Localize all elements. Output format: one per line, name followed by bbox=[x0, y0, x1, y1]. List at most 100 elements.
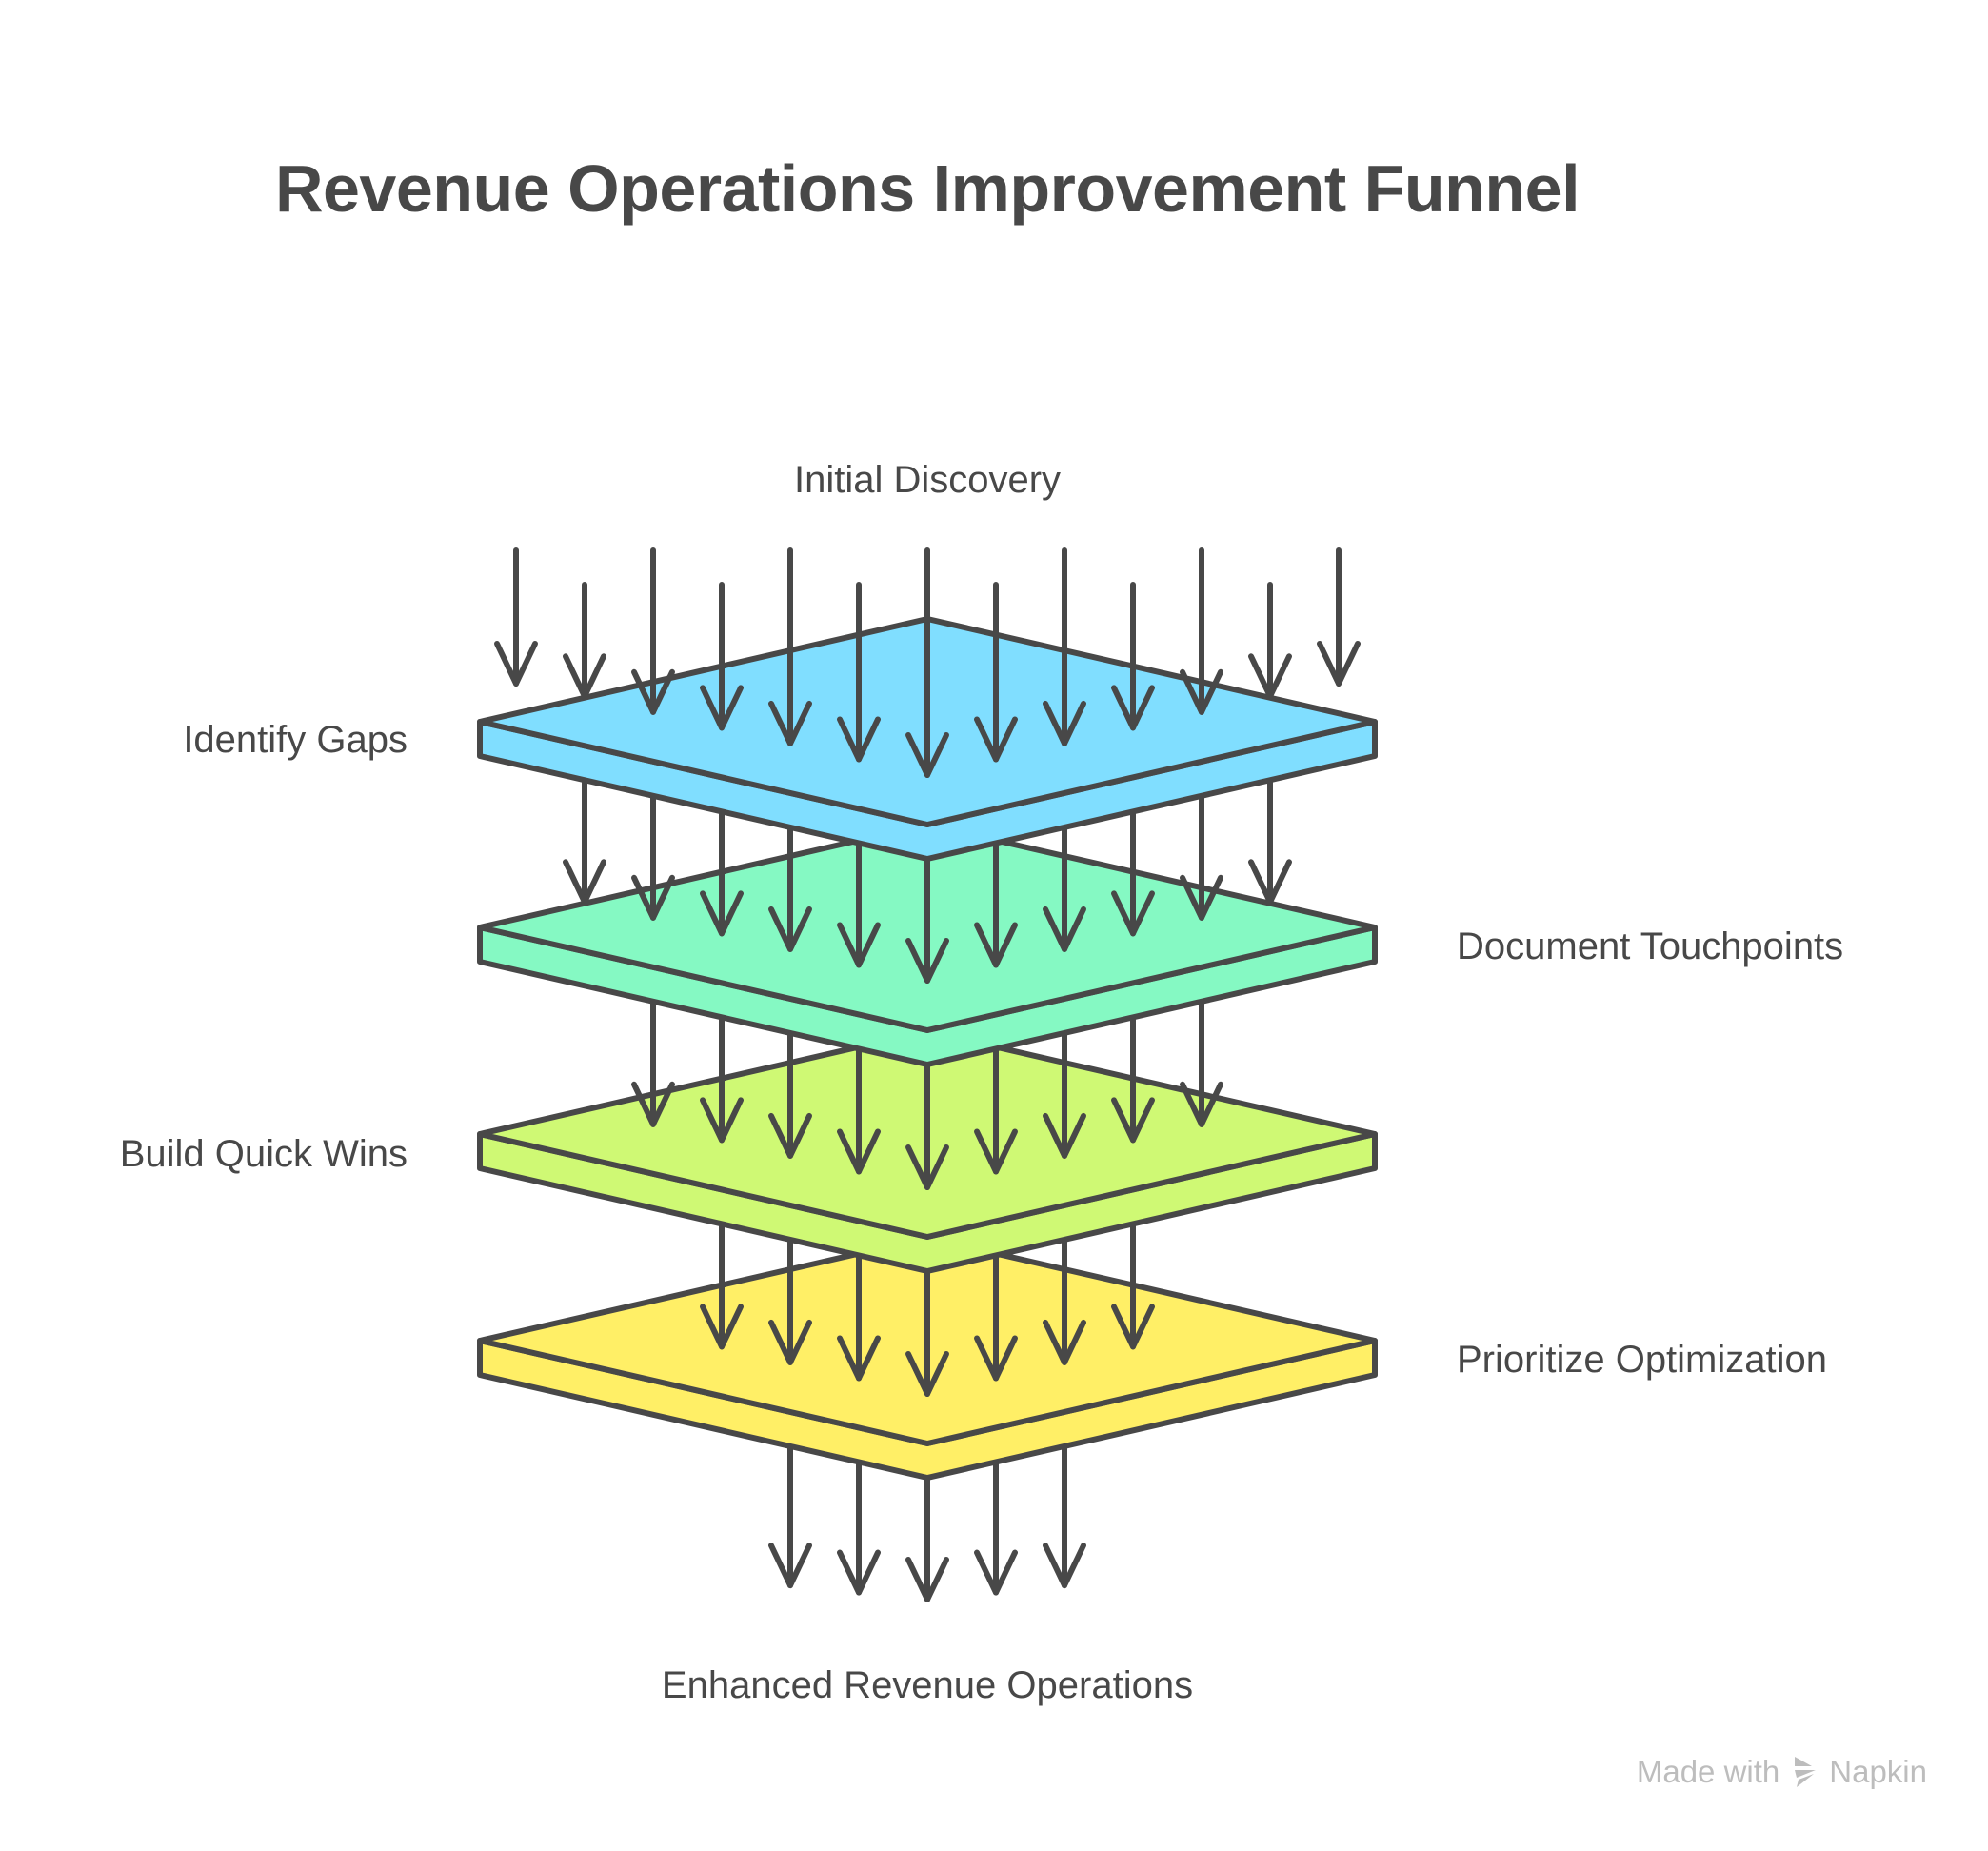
incoming-arrow bbox=[631, 547, 675, 715]
incoming-arrow bbox=[1180, 788, 1223, 921]
arrow-head-icon bbox=[1111, 685, 1155, 731]
incoming-arrow bbox=[700, 1217, 744, 1350]
incoming-arrow bbox=[1111, 805, 1155, 937]
arrow-head-icon bbox=[974, 1128, 1018, 1175]
incoming-arrow bbox=[700, 805, 744, 937]
arrow-head-icon bbox=[837, 922, 881, 968]
napkin-logo-icon bbox=[1795, 1757, 1817, 1787]
incoming-arrow bbox=[700, 1010, 744, 1144]
layer-2-incoming-arrows bbox=[563, 773, 1292, 984]
incoming-arrow bbox=[1043, 547, 1086, 746]
incoming-arrow bbox=[974, 582, 1018, 763]
incoming-arrow bbox=[1248, 773, 1292, 906]
watermark-prefix: Made with bbox=[1636, 1754, 1780, 1789]
incoming-arrow bbox=[905, 1264, 949, 1397]
arrow-head-icon bbox=[1111, 1304, 1155, 1350]
layer-4 bbox=[477, 1217, 1378, 1481]
arrow-head-icon bbox=[631, 874, 675, 921]
layer-4-incoming-arrows bbox=[700, 1217, 1155, 1397]
arrow-head-icon bbox=[905, 1144, 949, 1190]
output-arrows bbox=[768, 1443, 1086, 1602]
output-arrow bbox=[1043, 1443, 1086, 1589]
arrow-head-icon bbox=[1180, 874, 1223, 921]
arrow-head-icon bbox=[700, 1304, 744, 1350]
arrow-head-icon bbox=[768, 700, 812, 746]
output-arrow bbox=[837, 1459, 881, 1596]
layer-1 bbox=[477, 547, 1378, 862]
watermark-brand: Napkin bbox=[1829, 1754, 1927, 1789]
arrow-head-icon bbox=[1043, 700, 1086, 746]
layer-label-3: Build Quick Wins bbox=[119, 1133, 408, 1175]
layer-1-incoming-arrows bbox=[494, 547, 1361, 778]
incoming-arrow bbox=[905, 547, 949, 778]
incoming-arrow bbox=[1111, 1010, 1155, 1144]
arrow-head-icon bbox=[1043, 1112, 1086, 1159]
arrow-head-icon bbox=[768, 1112, 812, 1159]
incoming-arrow bbox=[1111, 582, 1155, 731]
arrow-head-icon bbox=[700, 685, 744, 731]
incoming-arrow bbox=[768, 1025, 812, 1159]
arrow-head-icon bbox=[1043, 1542, 1086, 1589]
incoming-arrow bbox=[1043, 1025, 1086, 1159]
arrow-head-icon bbox=[768, 906, 812, 952]
input-label: Initial Discovery bbox=[793, 459, 1062, 501]
incoming-arrow bbox=[631, 788, 675, 921]
incoming-arrow bbox=[563, 773, 606, 906]
arrow-head-icon bbox=[1043, 906, 1086, 952]
incoming-arrow bbox=[974, 1042, 1018, 1175]
arrow-head-icon bbox=[768, 1542, 812, 1589]
incoming-arrow bbox=[1043, 1232, 1086, 1365]
arrow-head-icon bbox=[1248, 653, 1292, 700]
arrow-head-icon bbox=[1111, 890, 1155, 937]
arrow-head-icon bbox=[974, 1549, 1018, 1596]
incoming-arrow bbox=[1248, 582, 1292, 700]
arrow-head-icon bbox=[563, 653, 606, 700]
incoming-arrow bbox=[1111, 1217, 1155, 1350]
arrow-head-icon bbox=[1043, 1319, 1086, 1365]
incoming-arrow bbox=[1180, 994, 1223, 1127]
incoming-arrow bbox=[974, 836, 1018, 968]
arrow-head-icon bbox=[700, 1097, 744, 1144]
incoming-arrow bbox=[768, 820, 812, 952]
arrow-head-icon bbox=[1180, 668, 1223, 715]
arrow-head-icon bbox=[974, 922, 1018, 968]
arrow-head-icon bbox=[1248, 859, 1292, 906]
incoming-arrow bbox=[974, 1248, 1018, 1382]
arrow-head-icon bbox=[494, 641, 538, 687]
watermark: Made with Napkin bbox=[1637, 1754, 1927, 1790]
incoming-arrow bbox=[1180, 547, 1223, 715]
incoming-arrow bbox=[768, 1232, 812, 1365]
arrow-head-icon bbox=[905, 1557, 949, 1602]
incoming-arrow bbox=[905, 1058, 949, 1190]
incoming-arrow bbox=[563, 582, 606, 700]
layer-label-4: Prioritize Optimization bbox=[1457, 1339, 1828, 1381]
layer-3-incoming-arrows bbox=[631, 994, 1223, 1190]
arrow-head-icon bbox=[768, 1319, 812, 1365]
arrow-head-icon bbox=[837, 1128, 881, 1175]
arrow-head-icon bbox=[631, 668, 675, 715]
arrow-head-icon bbox=[905, 938, 949, 984]
arrow-head-icon bbox=[837, 1549, 881, 1596]
arrow-head-icon bbox=[905, 1351, 949, 1397]
output-arrow bbox=[974, 1459, 1018, 1596]
arrow-head-icon bbox=[700, 890, 744, 937]
arrow-head-icon bbox=[631, 1081, 675, 1127]
arrow-head-icon bbox=[905, 732, 949, 778]
arrow-head-icon bbox=[1111, 1097, 1155, 1144]
layer-3 bbox=[477, 994, 1378, 1274]
incoming-arrow bbox=[905, 852, 949, 984]
incoming-arrow bbox=[1043, 820, 1086, 952]
arrow-head-icon bbox=[837, 1335, 881, 1382]
incoming-arrow bbox=[768, 547, 812, 746]
output-arrow bbox=[905, 1475, 949, 1602]
arrow-head-icon bbox=[974, 716, 1018, 763]
arrow-head-icon bbox=[974, 1335, 1018, 1382]
incoming-arrow bbox=[494, 547, 538, 687]
layer-label-2: Document Touchpoints bbox=[1457, 926, 1844, 967]
incoming-arrow bbox=[700, 582, 744, 731]
incoming-arrow bbox=[837, 1042, 881, 1175]
incoming-arrow bbox=[1317, 547, 1361, 687]
diagram-title: Revenue Operations Improvement Funnel bbox=[274, 151, 1580, 226]
layer-label-1: Identify Gaps bbox=[183, 719, 408, 761]
